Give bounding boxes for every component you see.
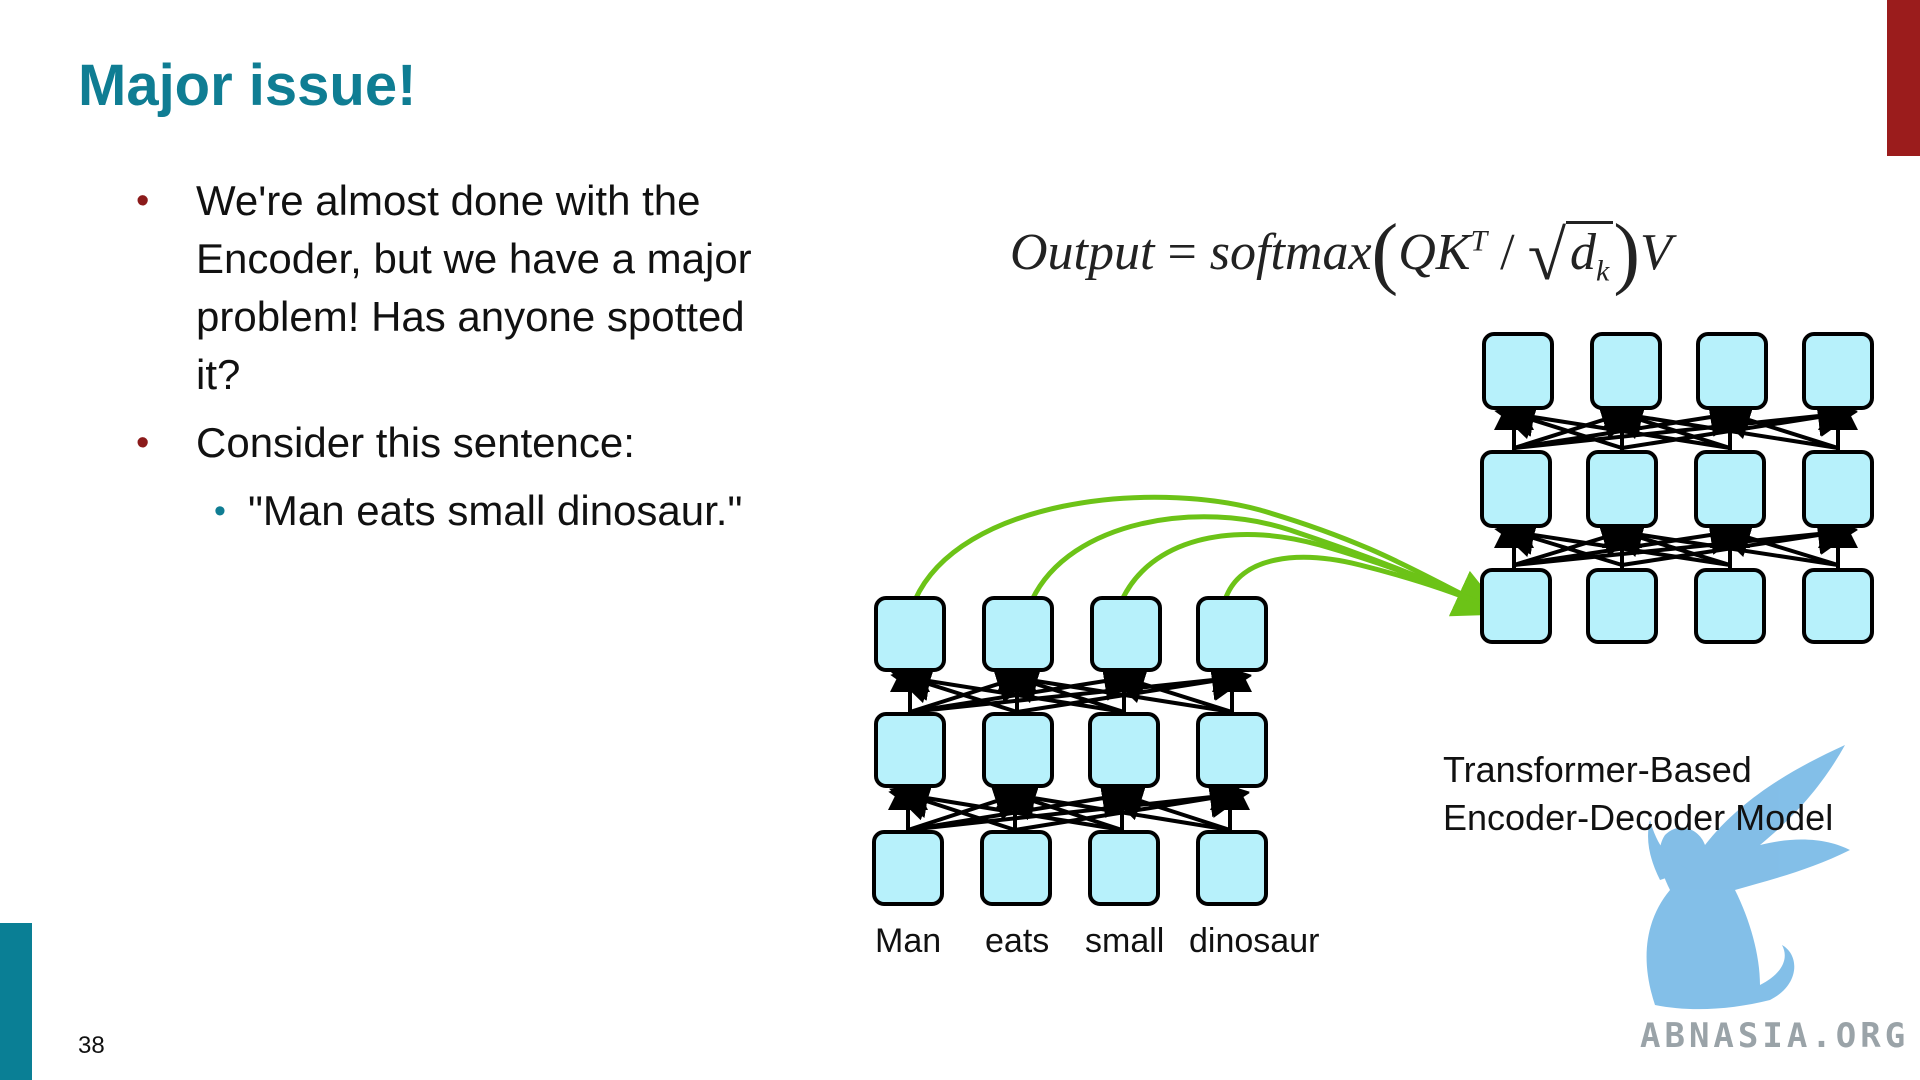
bullet-text: Consider this sentence: xyxy=(196,419,635,466)
cross-attention-arrows xyxy=(912,494,1505,617)
encoder-node xyxy=(980,830,1052,906)
decoder-nodes xyxy=(1480,332,1874,644)
bottom-left-accent-bar xyxy=(0,923,32,1080)
bullet-dot-icon: • xyxy=(136,180,150,222)
decoder-node xyxy=(1586,450,1658,528)
encoder-node xyxy=(874,596,946,672)
decoder-node xyxy=(1802,332,1874,410)
decoder-node xyxy=(1802,450,1874,528)
decoder-node xyxy=(1696,332,1768,410)
encoder-node xyxy=(1196,712,1268,788)
decoder-node xyxy=(1694,450,1766,528)
decoder-node xyxy=(1480,568,1552,644)
formula-slash: / xyxy=(1500,224,1515,281)
encoder-node xyxy=(1088,712,1160,788)
formula-softmax: softmax xyxy=(1209,224,1372,281)
diagram-caption: Transformer-Based Encoder-Decoder Model xyxy=(1443,746,1833,842)
encoder-node xyxy=(874,712,946,788)
sub-bullet-text: "Man eats small dinosaur." xyxy=(248,487,743,534)
page-number: 38 xyxy=(78,1032,105,1059)
formula-d: d xyxy=(1570,224,1596,281)
formula-q: Q xyxy=(1398,224,1436,281)
caption-line: Transformer-Based xyxy=(1443,749,1752,790)
decoder-node xyxy=(1480,450,1552,528)
decoder-node xyxy=(1694,568,1766,644)
formula-transpose: T xyxy=(1470,224,1488,258)
decoder-node xyxy=(1586,568,1658,644)
bullet-text: We're almost done with the Encoder, but … xyxy=(196,177,752,398)
formula-close-paren: ) xyxy=(1613,209,1640,297)
encoder-node xyxy=(1088,830,1160,906)
formula-k: K xyxy=(1435,224,1471,281)
sub-bullet-dot-icon: • xyxy=(214,492,226,530)
formula-v: V xyxy=(1639,224,1672,281)
encoder-node xyxy=(1090,596,1162,672)
input-word: small xyxy=(1085,922,1165,960)
encoder-node xyxy=(1196,596,1268,672)
decoder-node xyxy=(1590,332,1662,410)
encoder-node xyxy=(982,596,1054,672)
encoder-connections xyxy=(888,652,1252,835)
decoder-connections xyxy=(1494,390,1858,570)
bullet-dot-icon: • xyxy=(136,422,150,464)
encoder-nodes xyxy=(872,596,1268,906)
formula-radicand: dk xyxy=(1566,221,1614,287)
encoder-node xyxy=(872,830,944,906)
formula-equals: = xyxy=(1154,224,1210,281)
encoder-node xyxy=(982,712,1054,788)
caption-line: Encoder-Decoder Model xyxy=(1443,797,1834,838)
attention-formula: Output = softmax(QKT / √dk)V xyxy=(1010,208,1672,299)
decoder-node xyxy=(1482,332,1554,410)
slide-title: Major issue! xyxy=(78,53,417,118)
formula-sqrt-icon: √ xyxy=(1527,218,1566,295)
input-word: eats xyxy=(985,922,1050,960)
formula-output: Output xyxy=(1010,224,1155,281)
bullet-item: • We're almost done with the Encoder, bu… xyxy=(136,172,796,404)
decoder-node xyxy=(1802,568,1874,644)
input-word: dinosaur xyxy=(1189,922,1320,960)
top-right-accent-bar xyxy=(1887,0,1920,156)
input-word: Man xyxy=(875,922,942,960)
formula-open-paren: ( xyxy=(1371,209,1399,297)
watermark-griffin-icon xyxy=(1646,745,1850,1010)
encoder-node xyxy=(1196,830,1268,906)
bullet-list: • We're almost done with the Encoder, bu… xyxy=(136,172,796,540)
bullet-item: • Consider this sentence: xyxy=(136,414,796,472)
sub-bullet-item: • "Man eats small dinosaur." xyxy=(136,482,796,540)
formula-k-subscript: k xyxy=(1596,254,1610,288)
watermark-text: ABNASIA.ORG xyxy=(1640,1016,1910,1056)
